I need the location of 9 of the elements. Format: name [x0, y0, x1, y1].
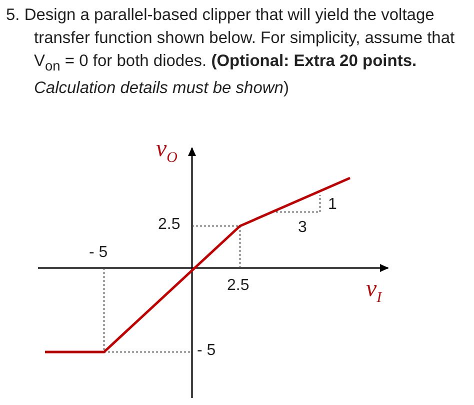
slope-label: 1 — [328, 196, 337, 214]
tick-label: - 5 — [197, 342, 216, 360]
tick-label: 2.5 — [227, 277, 250, 295]
slope-label: 3 — [298, 219, 307, 237]
question-text: 5. Design a parallel-based clipper that will yield the voltage transfer function shown below. For simplicity, assume that V$_{on}$ = 0 for both diodes. (Optional: Extra 20 points. Calculation details must be shown) — [6, 5, 456, 100]
tick-label: 2.5 — [158, 216, 180, 234]
axis-label: v$_{O}$ — [156, 136, 178, 167]
tick-label: - 5 — [89, 244, 108, 262]
axis-label: v$_{I}$ — [366, 276, 382, 307]
